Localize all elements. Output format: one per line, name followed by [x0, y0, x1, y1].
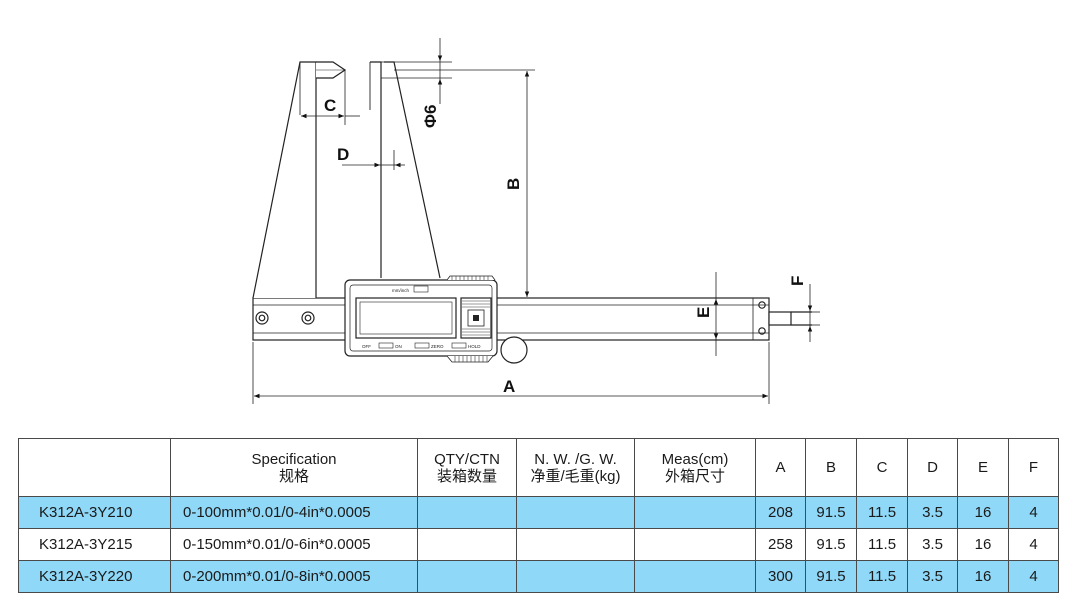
table-row: K312A-3Y215 0-150mm*0.01/0-6in*0.0005 25… [18, 528, 1059, 561]
cell-meas [634, 528, 756, 561]
header-f: F [1008, 438, 1059, 497]
on-mark: ON [395, 344, 402, 349]
moving-jaw [370, 61, 441, 279]
cell-d: 3.5 [907, 528, 958, 561]
table-row: K312A-3Y220 0-200mm*0.01/0-8in*0.0005 30… [18, 560, 1059, 593]
cell-weight [516, 528, 635, 561]
cell-spec: 0-150mm*0.01/0-6in*0.0005 [170, 528, 418, 561]
fixed-jaw [252, 61, 317, 299]
cell-spec: 0-200mm*0.01/0-8in*0.0005 [170, 560, 418, 593]
thumb-roller [500, 336, 528, 364]
cell-model: K312A-3Y220 [18, 560, 171, 593]
cell-qty [417, 560, 517, 593]
cell-model: K312A-3Y215 [18, 528, 171, 561]
cell-e: 16 [957, 528, 1009, 561]
cell-b: 91.5 [805, 560, 857, 593]
cell-d: 3.5 [907, 560, 958, 593]
header-c: C [856, 438, 908, 497]
cell-b: 91.5 [805, 528, 857, 561]
cell-a: 208 [755, 496, 806, 529]
label-a: A [503, 377, 515, 396]
cell-f: 4 [1008, 496, 1059, 529]
cell-d: 3.5 [907, 496, 958, 529]
cell-e: 16 [957, 496, 1009, 529]
cell-qty [417, 528, 517, 561]
screw-left-2 [301, 311, 315, 325]
cell-c: 11.5 [856, 528, 908, 561]
cell-b: 91.5 [805, 496, 857, 529]
label-c: C [324, 96, 336, 115]
header-b: B [805, 438, 857, 497]
depth-rod [768, 311, 792, 326]
cell-weight [516, 560, 635, 593]
header-a: A [755, 438, 806, 497]
cell-meas [634, 560, 756, 593]
cell-f: 4 [1008, 528, 1059, 561]
screw-left-1 [255, 311, 269, 325]
cell-meas [634, 496, 756, 529]
table-row: K312A-3Y210 0-100mm*0.01/0-4in*0.0005 20… [18, 496, 1059, 529]
label-b: B [504, 178, 523, 190]
header-d: D [907, 438, 958, 497]
label-phi6: Φ6 [421, 105, 440, 128]
screw-right-1 [758, 301, 766, 309]
header-model [18, 438, 171, 497]
off-mark: OFF [362, 344, 371, 349]
cell-a: 300 [755, 560, 806, 593]
label-e: E [694, 307, 713, 318]
cell-weight [516, 496, 635, 529]
cell-qty [417, 496, 517, 529]
screw-right-2 [758, 327, 766, 335]
label-f: F [788, 276, 807, 286]
caliper-beam [252, 297, 770, 341]
cell-e: 16 [957, 560, 1009, 593]
cell-c: 11.5 [856, 560, 908, 593]
label-d: D [337, 145, 349, 164]
header-meas: Meas(cm)外箱尺寸 [634, 438, 756, 497]
header-e: E [957, 438, 1009, 497]
header-weight: N. W. /G. W.净重/毛重(kg) [516, 438, 635, 497]
cell-a: 258 [755, 528, 806, 561]
zero-mark: ZERO [431, 344, 444, 349]
cell-model: K312A-3Y210 [18, 496, 171, 529]
cell-f: 4 [1008, 560, 1059, 593]
cell-c: 11.5 [856, 496, 908, 529]
display-mode-mark: mm/inch [392, 288, 409, 293]
hold-mark: HOLD [468, 344, 481, 349]
caliper-technical-drawing: mm/inch OFF ON ZERO HOLD [252, 38, 820, 404]
cell-spec: 0-100mm*0.01/0-4in*0.0005 [170, 496, 418, 529]
lcd-screen [355, 297, 457, 339]
